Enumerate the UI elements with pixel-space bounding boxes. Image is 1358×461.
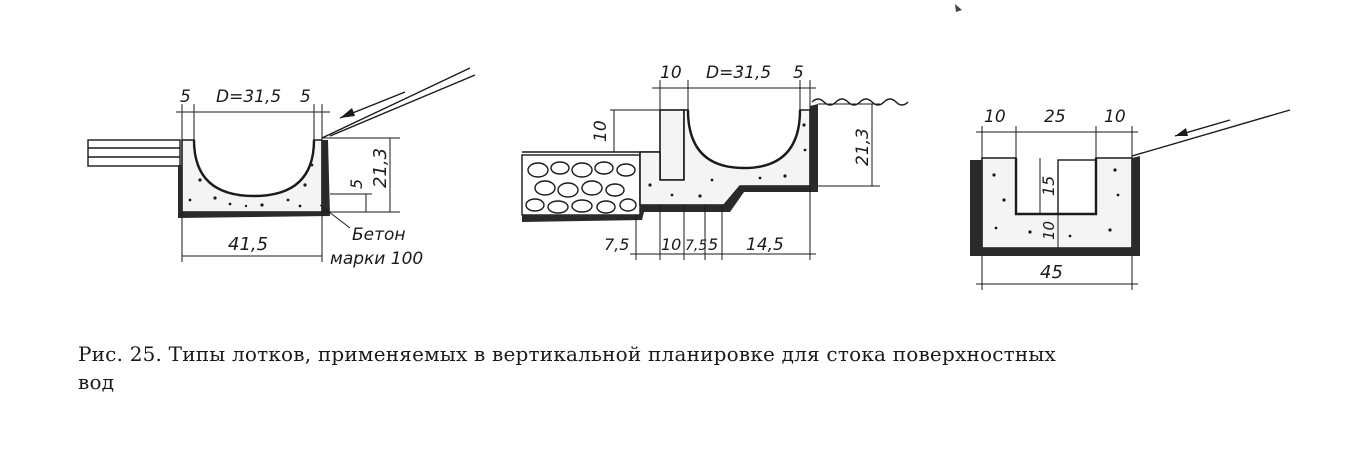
dim-mid-3: 25 bbox=[1044, 107, 1066, 127]
concrete-note-line2: марки 100 bbox=[330, 249, 423, 269]
dim-b2: 10 bbox=[661, 235, 681, 254]
dim-b3: 7,5 bbox=[685, 238, 707, 254]
dim-b1: 7,5 bbox=[604, 235, 629, 254]
dim-curb: 10 bbox=[591, 120, 611, 142]
dim-left-3: 10 bbox=[984, 107, 1006, 127]
inner-insert bbox=[1057, 159, 1097, 215]
dim-depth-3: 15 bbox=[1039, 176, 1058, 196]
caption-line2: вод bbox=[78, 370, 115, 394]
rubble-stones bbox=[525, 161, 637, 214]
dim-height: 21,3 bbox=[370, 148, 391, 188]
dim-left-2: 10 bbox=[660, 63, 682, 83]
aggregate-dots bbox=[188, 163, 314, 208]
dim-diameter: D=31,5 bbox=[216, 87, 281, 107]
figure-caption: Рис. 25. Типы лотков, применяемых в верт… bbox=[78, 340, 1298, 396]
tray-diagram-2: 10 D=31,5 5 10 21,3 7,5 10 7,5 5 14,5 bbox=[521, 63, 909, 260]
dim-height-2: 21,3 bbox=[853, 128, 873, 166]
flow-arrow-icon bbox=[339, 91, 406, 119]
concrete-note-line1: Бетон bbox=[352, 225, 406, 245]
pavement-slab bbox=[87, 139, 181, 167]
dim-right-3: 10 bbox=[1104, 107, 1126, 127]
curb-stone bbox=[659, 109, 685, 181]
aggregate-dots-2 bbox=[648, 123, 807, 198]
dim-bottom-3: 10 bbox=[1040, 221, 1058, 240]
tray-diagram-1: 5 D=31,5 5 41,5 21,3 5 Бетон марки 100 bbox=[87, 67, 476, 269]
flow-arrow-icon-3 bbox=[1174, 119, 1231, 137]
dim-width-3: 45 bbox=[1040, 262, 1063, 283]
dim-diameter-2: D=31,5 bbox=[706, 63, 771, 83]
dim-right: 5 bbox=[300, 87, 311, 107]
slope-line-3 bbox=[1131, 109, 1291, 157]
tray-diagram-3: 10 25 10 15 10 45 bbox=[970, 107, 1291, 290]
aggregate-dots-3 bbox=[992, 168, 1120, 238]
dim-width: 41,5 bbox=[228, 234, 268, 255]
dim-right-2: 5 bbox=[793, 63, 804, 83]
slope-line bbox=[321, 67, 471, 139]
caption-line1: Рис. 25. Типы лотков, применяемых в верт… bbox=[78, 342, 1057, 366]
stray-mark bbox=[955, 4, 962, 12]
dim-b4: 5 bbox=[708, 235, 718, 254]
dim-step: 5 bbox=[347, 179, 366, 189]
dim-b5: 14,5 bbox=[746, 235, 784, 255]
dim-left: 5 bbox=[180, 87, 191, 107]
